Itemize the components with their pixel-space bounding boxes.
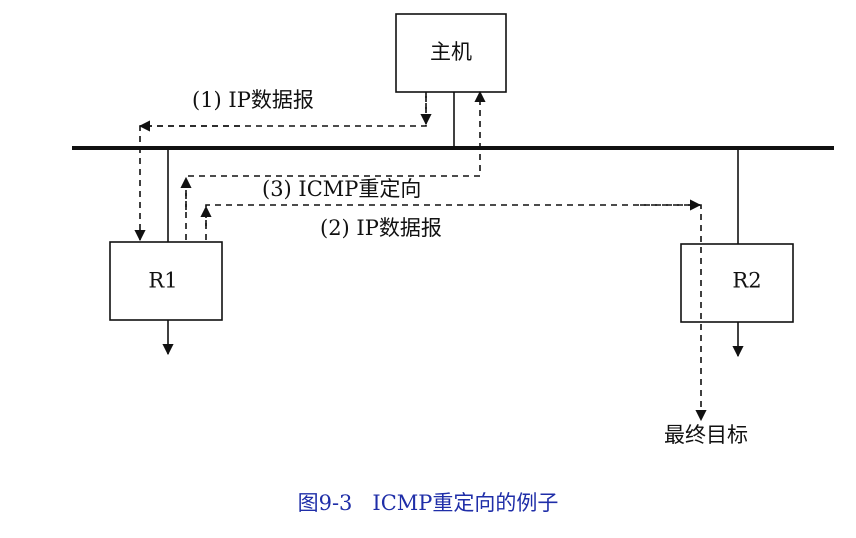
figure-caption: 图9-3 ICMP重定向的例子 bbox=[298, 491, 559, 515]
destination-label: 最终目标 bbox=[664, 423, 748, 447]
r2-label: R2 bbox=[732, 269, 761, 293]
message-1-label: (1) IP数据报 bbox=[192, 88, 314, 112]
message-2-path bbox=[205, 204, 707, 422]
r1-box bbox=[109, 241, 223, 321]
r1-label: R1 bbox=[148, 269, 177, 293]
message-3-path bbox=[185, 90, 486, 240]
host-box bbox=[395, 13, 507, 93]
r2-box bbox=[680, 243, 794, 323]
message-2-label: (2) IP数据报 bbox=[320, 216, 442, 240]
host-label: 主机 bbox=[430, 40, 472, 64]
message-3-label: (3) ICMP重定向 bbox=[262, 177, 421, 201]
